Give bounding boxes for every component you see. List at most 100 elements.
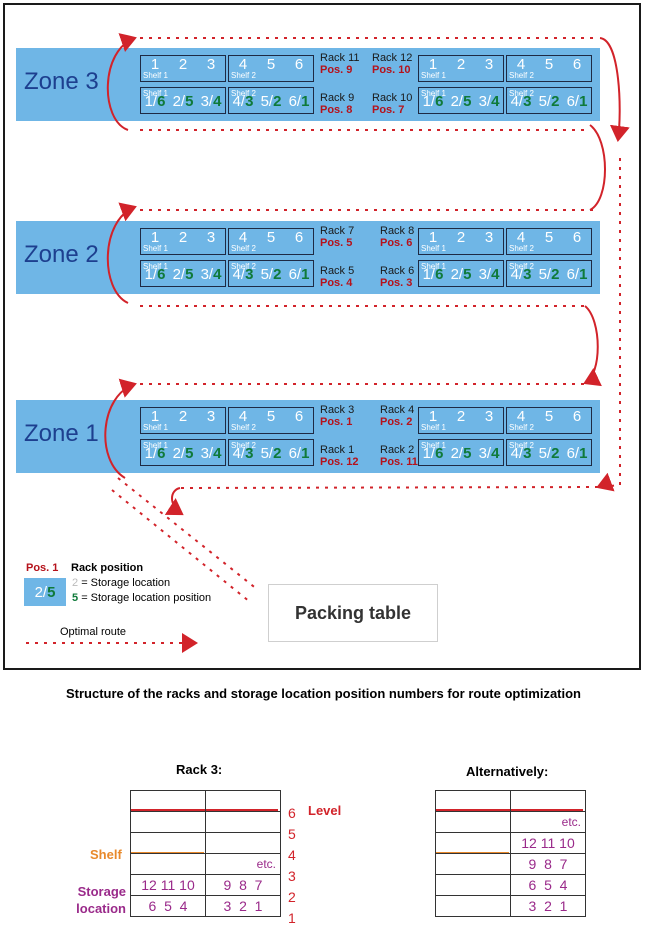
storage-location-number: 5/: [538, 445, 552, 462]
storage-position-cell: 6/1: [289, 445, 310, 463]
rack-name: Rack 8: [380, 225, 415, 237]
storage-position-cell: 5/2: [261, 93, 282, 111]
storage-position-number: 1: [301, 93, 310, 110]
shelf-label: Shelf 1: [143, 262, 168, 271]
storage-location-number: 2/: [450, 93, 464, 110]
storage-location-number: 6/: [566, 445, 580, 462]
storage-location-number: 3/: [478, 445, 492, 462]
storage-location-number: 3: [206, 229, 216, 246]
storage-location-number: 5: [544, 229, 554, 246]
alt-title: Alternatively:: [466, 764, 549, 779]
shelf-label: Shelf 2: [231, 71, 256, 80]
storage-position-cell: 5/2: [261, 266, 282, 284]
storage-position-number: 5: [185, 445, 194, 462]
storage-location-number: 6/: [288, 93, 302, 110]
storage-location-number: 3: [206, 56, 216, 73]
route-dots-right-vertical: [599, 158, 621, 488]
storage-position-cell: 4/3: [233, 445, 254, 463]
rack3-etc: etc.: [205, 853, 281, 875]
route-curve-zone2-right: [589, 124, 606, 211]
storage-position-number: 5: [463, 93, 472, 110]
legend-box-storage: 2/: [34, 583, 48, 601]
storage-position-cell: 1/6: [145, 93, 166, 111]
storage-position-number: 5: [463, 445, 472, 462]
storage-location-number: 6: [294, 229, 304, 246]
storage-location-number: 3: [484, 408, 494, 425]
storage-position-number: 4: [213, 266, 222, 283]
rack3-row1-left: 6 5 4: [130, 895, 206, 917]
shelf-label: Shelf 2: [509, 71, 534, 80]
storage-position-cell: 2/5: [451, 93, 472, 111]
storage-position-number: 6: [157, 445, 166, 462]
route-arrow-right-end: [596, 472, 615, 492]
storage-position-cell: 5/2: [261, 445, 282, 463]
legend-pos-desc: Rack position: [71, 562, 144, 574]
storage-location-number: 5: [266, 56, 276, 73]
storage-location-number: 4: [516, 229, 526, 246]
shelf-label: Shelf 2: [509, 262, 534, 271]
storage-location-number: 6: [294, 56, 304, 73]
rack-name: Rack 1: [320, 444, 355, 456]
storage-position-number: 6: [435, 93, 444, 110]
shelf-label: Shelf 1: [421, 441, 446, 450]
storage-position-cell: 5/2: [539, 93, 560, 111]
rack3-row2-right: 9 8 7: [205, 874, 281, 896]
legend-storage-desc: = Storage location: [81, 577, 171, 589]
storage-position-cell: 6/1: [289, 93, 310, 111]
storage-position-number: 6: [435, 445, 444, 462]
storage-location-number: 4: [238, 408, 248, 425]
storage-location-number: 5/: [538, 93, 552, 110]
storage-location-number: 1/: [144, 266, 158, 283]
storage-location-number: 1: [150, 56, 160, 73]
legend-route-desc: Optimal route: [60, 626, 127, 638]
storage-position-cell: 5/2: [539, 266, 560, 284]
rack-position: Pos. 6: [380, 237, 413, 249]
route-dots-to-packing-a: [117, 477, 259, 591]
shelf-label: Shelf 2: [509, 244, 534, 253]
storage-position-cell: 4/3: [511, 93, 532, 111]
storage-position-number: 4: [491, 445, 500, 462]
rack-name: Rack 3: [320, 404, 355, 416]
storage-position-number: 3: [245, 266, 254, 283]
storage-position-cell: 6/1: [567, 266, 588, 284]
storage-position-number: 5: [185, 266, 194, 283]
storage-position-cell: 1/6: [423, 266, 444, 284]
storage-position-number: 1: [301, 445, 310, 462]
alt-row-1: 3 2 1: [510, 895, 586, 917]
storage-location-number: 2: [456, 56, 466, 73]
storage-position-cell: 4/3: [233, 93, 254, 111]
route-curve-zone1-right: [583, 305, 602, 387]
legend-storage: 2 = Storage location: [72, 577, 170, 589]
storage-position-number: 3: [245, 445, 254, 462]
rack3-row2-left: 12 11 10: [130, 874, 206, 896]
storage-location-number: 6: [572, 56, 582, 73]
storage-location-number: 3/: [200, 266, 214, 283]
storage-position-number: 3: [523, 445, 532, 462]
rack3-title: Rack 3:: [176, 762, 223, 777]
rack3-storage-label: Storage location: [76, 884, 126, 916]
storage-location-number: 3: [484, 56, 494, 73]
route-arrow-to-zone1: [164, 487, 184, 516]
